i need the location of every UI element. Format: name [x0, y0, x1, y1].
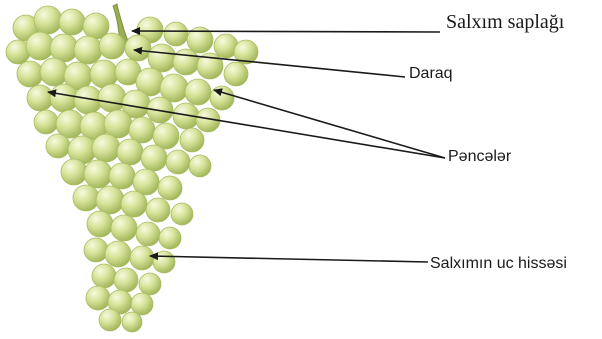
- grape-berry: [98, 308, 122, 332]
- grape-berry: [97, 83, 127, 113]
- grape-berry: [110, 214, 138, 242]
- grape-berry: [33, 109, 59, 135]
- grape-berry: [113, 267, 139, 293]
- grape-berry: [209, 85, 235, 111]
- grape-berry: [16, 60, 44, 88]
- grape-berry: [152, 122, 180, 150]
- grape-berry: [196, 52, 224, 80]
- grape-berry: [116, 138, 144, 166]
- grape-berry: [172, 48, 200, 76]
- label-comb: Daraq: [409, 65, 453, 82]
- grape-cluster: [5, 5, 259, 333]
- arrow-stem: [131, 27, 441, 36]
- grape-berry: [98, 32, 126, 60]
- grape-berry: [138, 272, 162, 296]
- grape-berry: [104, 240, 132, 268]
- grape-berry: [152, 250, 176, 274]
- grape-berry: [73, 35, 103, 65]
- grape-berry: [45, 133, 71, 159]
- label-branches: Pəncələr: [448, 148, 512, 165]
- grape-berry: [60, 158, 88, 186]
- grape-berry: [157, 175, 183, 201]
- grape-berry: [85, 285, 111, 311]
- arrow-branch-right: [213, 88, 446, 159]
- grape-berry: [86, 210, 114, 238]
- label-tip: Salxımın uc hissəsi: [430, 255, 567, 272]
- grape-berry: [135, 221, 161, 247]
- grape-berry: [140, 144, 168, 172]
- grape-berry: [170, 202, 194, 226]
- grape-berry: [158, 226, 182, 250]
- grape-berry: [165, 149, 191, 175]
- grape-berry: [83, 237, 109, 263]
- grape-berry: [184, 78, 212, 106]
- grape-berry: [108, 162, 136, 190]
- grape-berry: [223, 61, 249, 87]
- grape-berry: [91, 263, 117, 289]
- grape-berry: [145, 197, 171, 223]
- grape-berry: [95, 185, 125, 215]
- grape-berry: [179, 127, 205, 153]
- arrow-comb: [133, 46, 406, 78]
- arrow-tip: [149, 252, 429, 263]
- grape-berry: [124, 34, 152, 62]
- grape-berry: [188, 154, 212, 178]
- grape-berry: [33, 5, 63, 35]
- grape-berry: [58, 8, 86, 36]
- grape-berry: [120, 190, 148, 218]
- label-stem: Salxım saplağı: [446, 11, 565, 33]
- grape-berry: [233, 39, 259, 65]
- arrows: [47, 27, 446, 263]
- grape-berry: [83, 159, 113, 189]
- grape-berry: [91, 133, 121, 163]
- grape-berry: [39, 57, 69, 87]
- grape-berry: [186, 26, 214, 54]
- arrow-branch-left: [47, 89, 446, 159]
- grape-berry: [129, 245, 155, 271]
- grape-berry: [163, 21, 189, 47]
- grape-berry: [26, 84, 54, 112]
- grape-berry: [130, 292, 154, 316]
- grape-berry: [72, 184, 100, 212]
- grape-berry: [121, 311, 143, 333]
- grape-berry: [132, 168, 160, 196]
